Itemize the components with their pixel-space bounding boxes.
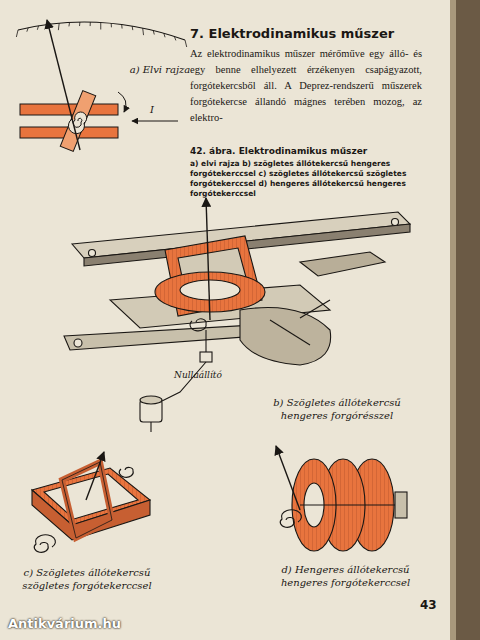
damper-housing bbox=[240, 308, 331, 366]
scale-tick bbox=[121, 25, 122, 29]
scale-arc bbox=[18, 22, 185, 40]
pointer bbox=[86, 452, 104, 500]
spiral-spring bbox=[280, 510, 301, 528]
spiral-spring bbox=[119, 467, 133, 477]
subfigure-label: c) Szögletes állótekercsű szögletes forg… bbox=[12, 566, 162, 592]
watermark: Antikvárium.hu bbox=[8, 616, 148, 631]
current-arrow bbox=[132, 121, 178, 122]
scale-tick bbox=[164, 33, 165, 37]
scale-tick bbox=[90, 22, 91, 26]
page-number: 43 bbox=[420, 598, 446, 612]
zero-adjuster-lever bbox=[160, 362, 206, 402]
pointer bbox=[47, 20, 80, 150]
caption-legend: a) elvi rajza b) szögletes állótekercsű … bbox=[190, 159, 422, 199]
spiral-spring bbox=[34, 535, 55, 553]
book-spine-edge bbox=[450, 0, 456, 640]
section-title: 7. Elektrodinamikus műszer bbox=[190, 26, 430, 41]
part-label: Nullaállító bbox=[174, 370, 246, 380]
damper-vane bbox=[300, 252, 385, 276]
scale-tick bbox=[100, 23, 101, 30]
mechanism-d bbox=[276, 446, 407, 551]
subfigure-label: a) Elvi rajza bbox=[128, 64, 192, 75]
pointer bbox=[206, 198, 210, 320]
subfigure-label: d) Hengeres állótekercsű hengeres forgót… bbox=[268, 563, 423, 589]
rotation-arrow bbox=[118, 92, 126, 112]
pointer bbox=[276, 446, 300, 510]
book-spine bbox=[456, 0, 480, 640]
spiral-spring bbox=[190, 319, 206, 331]
scale-tick bbox=[174, 36, 175, 40]
body-text: Az elektrodinamikus műszer mérőműve egy … bbox=[190, 46, 422, 126]
current-label: I bbox=[150, 104, 162, 115]
mechanism-b bbox=[64, 198, 410, 432]
figure-caption: 42. ábra. Elektrodinamikus műszer bbox=[190, 146, 430, 156]
zero-adjuster-screw bbox=[140, 396, 162, 432]
scale-tick bbox=[68, 22, 70, 26]
scale-tick bbox=[79, 22, 80, 26]
scale-tick bbox=[132, 26, 134, 30]
square-moving-coil bbox=[62, 462, 112, 538]
scale-tick bbox=[58, 23, 60, 30]
scale-tick bbox=[16, 30, 18, 37]
bearing-block bbox=[395, 492, 407, 518]
scale-tick bbox=[142, 28, 144, 35]
scale-ticks bbox=[16, 22, 186, 47]
scale-tick bbox=[111, 23, 112, 27]
zero-adjuster-bracket bbox=[200, 352, 212, 362]
mechanism-c bbox=[32, 452, 150, 552]
scale-tick bbox=[27, 28, 28, 32]
principle-drawing bbox=[16, 20, 186, 151]
scale-tick bbox=[185, 40, 187, 47]
scale-tick bbox=[37, 26, 38, 30]
subfigure-label: b) Szögletes állótekercsű hengeres forgó… bbox=[262, 396, 412, 422]
scale-tick bbox=[153, 31, 154, 35]
